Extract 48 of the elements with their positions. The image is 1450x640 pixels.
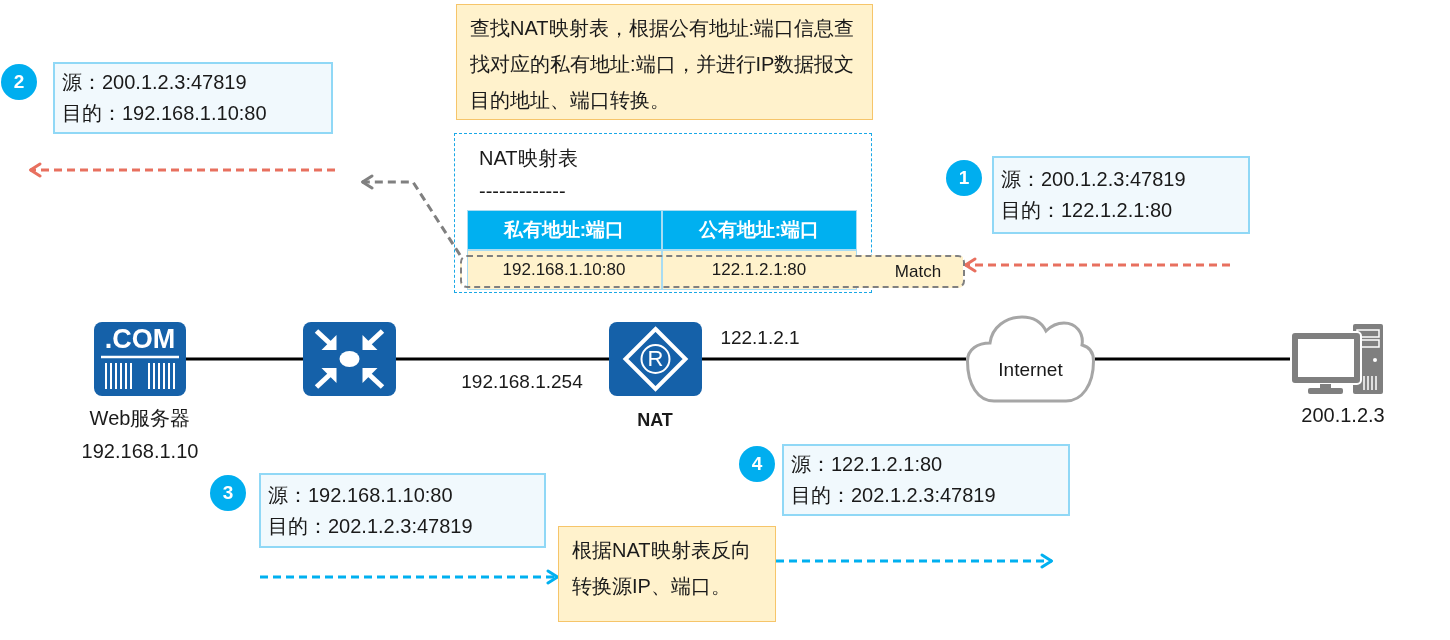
note-box (456, 4, 873, 120)
step-badge: 2 (1, 64, 37, 100)
address-text: 目的：202.1.2.3:47819 (791, 483, 997, 508)
interface-address: 192.168.1.254 (461, 371, 583, 393)
address-text: 目的：202.1.2.3:47819 (268, 513, 474, 539)
router-icon: R (609, 322, 702, 396)
dashed-arrow (964, 257, 1230, 273)
header-cell: 公有地址:端口 (661, 209, 857, 250)
address-text: 源：192.168.1.10:80 (268, 482, 454, 508)
device-label: Web服务器 (89, 405, 191, 431)
header-cell: 私有地址:端口 (466, 209, 662, 250)
network-link (702, 357, 966, 361)
note-box (558, 526, 776, 622)
separator-dashes: ------------- (479, 179, 566, 204)
packet-box (259, 473, 546, 548)
packet-box (992, 156, 1250, 234)
packet-box (782, 444, 1070, 516)
address-text: 目的：122.1.2.1:80 (1001, 198, 1174, 223)
network-link (1095, 357, 1290, 361)
device-label: 192.168.1.10 (81, 439, 199, 463)
dashed-arrow (361, 174, 462, 256)
network-link (396, 357, 609, 361)
device-label: NAT (637, 409, 673, 431)
interface-address: 122.1.2.1 (720, 327, 800, 349)
step-badge: 3 (210, 475, 246, 511)
dashed-arrow (776, 553, 1053, 569)
match-text: Match (894, 261, 942, 282)
address-text: 源：122.1.2.1:80 (791, 452, 944, 477)
table-frame (454, 133, 872, 293)
dashed-arrow (260, 569, 559, 585)
table-cell: 192.168.1.10:80 (466, 249, 662, 290)
note-text: 根据NAT映射表反向转换源IP、端口。 (572, 538, 752, 599)
address-text: 源：200.1.2.3:47819 (1001, 167, 1187, 192)
address-text: 源：200.1.2.3:47819 (62, 70, 248, 95)
highlight-row-box (460, 255, 965, 288)
network-link (186, 357, 303, 361)
packet-box (53, 62, 333, 134)
cloud-label: Internet (998, 359, 1063, 381)
table-title: NAT映射表 (479, 146, 578, 171)
note-text: 查找NAT映射表，根据公有地址:端口信息查找对应的私有地址:端口，并进行IP数据报文目的地址、端口转换。 (470, 16, 856, 113)
table-cell: 122.1.2.1:80 (661, 249, 857, 290)
switch-icon (303, 322, 396, 396)
server-icon: .COM (94, 322, 186, 396)
address-text: 目的：192.168.1.10:80 (62, 101, 268, 126)
step-badge: 4 (739, 446, 775, 482)
device-label: 200.1.2.3 (1301, 403, 1385, 427)
computer-icon (1290, 324, 1383, 394)
step-badge: 1 (946, 160, 982, 196)
